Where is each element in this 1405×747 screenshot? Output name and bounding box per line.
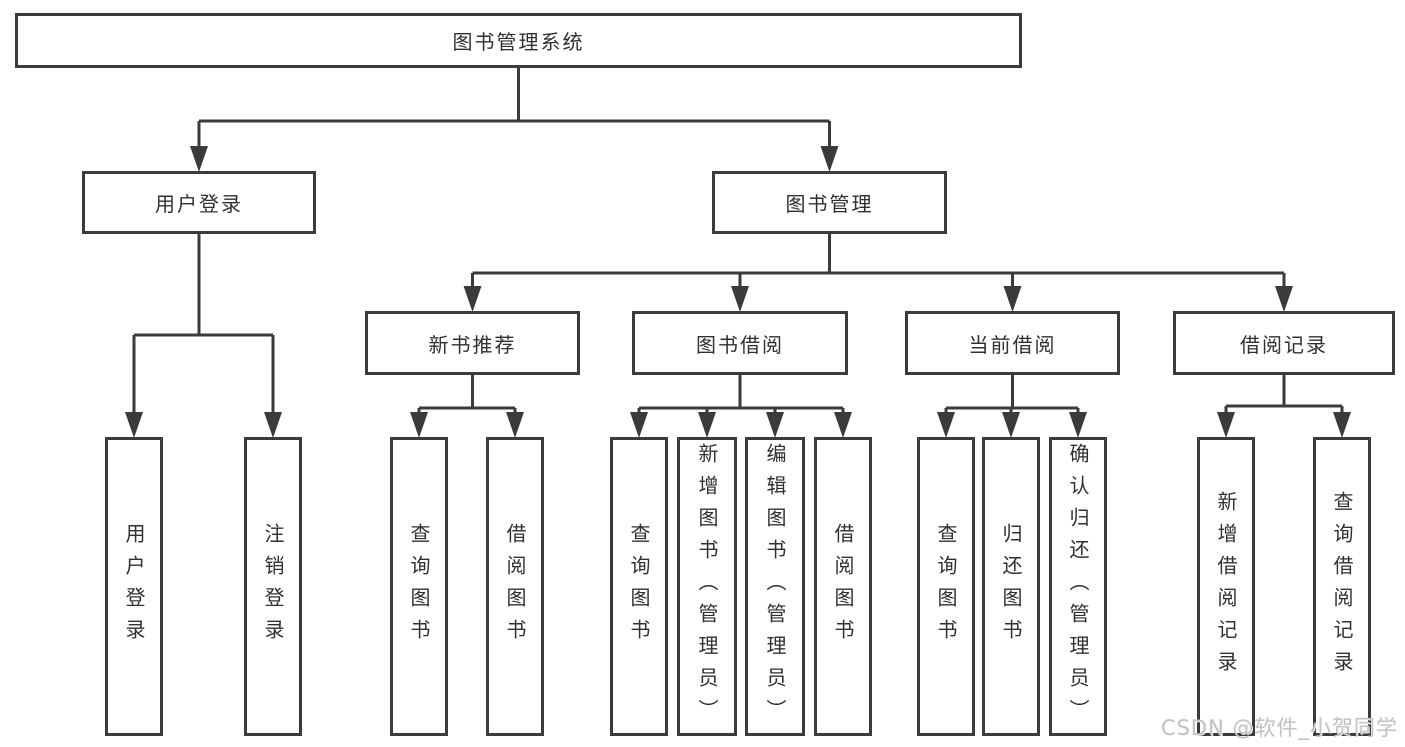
node-root: 图书管理系统: [15, 13, 1022, 68]
node-leaf-add-book: 新增图书（管理员）: [677, 437, 737, 736]
node-label: 查询图书: [407, 522, 431, 651]
node-leaf-return-book: 归还图书: [982, 437, 1040, 736]
node-current-borrow: 当前借阅: [905, 311, 1120, 375]
node-book-mgmt: 图书管理: [712, 171, 947, 234]
node-leaf-borrow-books-2: 借阅图书: [814, 437, 872, 736]
node-label: 借阅图书: [503, 522, 527, 651]
node-label: 查询图书: [934, 522, 958, 651]
node-label: 用户登录: [155, 192, 243, 216]
node-borrow-records: 借阅记录: [1173, 311, 1395, 375]
node-label: 图书管理: [785, 192, 874, 216]
node-leaf-query-books-current: 查询图书: [917, 437, 975, 736]
node-label: 新书推荐: [428, 332, 517, 357]
node-leaf-query-borrow-record: 查询借阅记录: [1313, 437, 1371, 736]
node-label: 图书管理系统: [452, 30, 585, 54]
node-user-login: 用户登录: [82, 171, 316, 234]
node-leaf-add-borrow-record: 新增借阅记录: [1197, 437, 1255, 736]
node-label: 借阅图书: [831, 522, 855, 651]
node-leaf-edit-book: 编辑图书（管理员）: [745, 437, 805, 736]
node-label: 查询借阅记录: [1330, 490, 1354, 683]
node-label: 注销登录: [261, 522, 285, 651]
node-label: 编辑图书（管理员）: [763, 442, 787, 731]
node-label: 借阅记录: [1240, 332, 1328, 357]
connector-arrowheads: [125, 146, 1351, 438]
node-leaf-logout: 注销登录: [244, 437, 302, 736]
node-label: 当前借阅: [968, 332, 1057, 357]
node-label: 新增图书（管理员）: [695, 442, 719, 731]
node-label: 查询图书: [627, 522, 651, 651]
node-new-book-rec: 新书推荐: [365, 311, 580, 375]
node-leaf-confirm-return: 确认归还（管理员）: [1049, 437, 1107, 736]
node-book-borrow: 图书借阅: [632, 311, 848, 375]
node-leaf-query-books-new: 查询图书: [390, 437, 448, 736]
node-leaf-borrow-books-new: 借阅图书: [486, 437, 544, 736]
node-label: 归还图书: [999, 522, 1023, 651]
node-label: 用户登录: [122, 522, 146, 651]
watermark: CSDN @软件_小贺同学: [1160, 716, 1398, 740]
node-label: 新增借阅记录: [1214, 490, 1238, 683]
node-leaf-query-books-borrow: 查询图书: [610, 437, 668, 736]
node-label: 图书借阅: [696, 332, 784, 357]
node-label: 确认归还（管理员）: [1066, 442, 1090, 731]
node-leaf-user-login: 用户登录: [105, 437, 163, 736]
